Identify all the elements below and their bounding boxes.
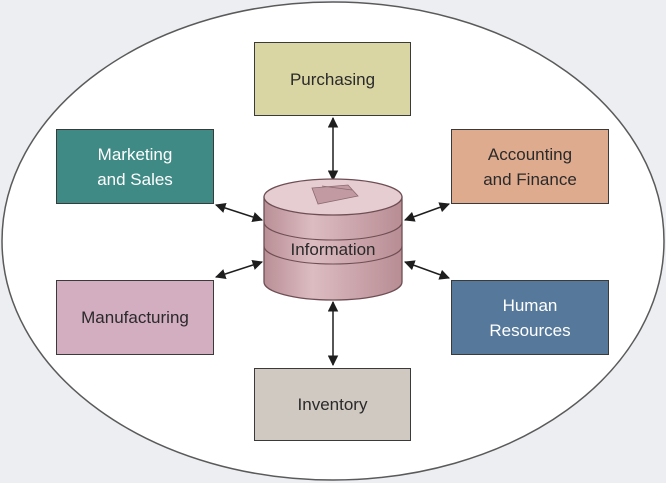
inventory-box: Inventory: [254, 368, 411, 441]
marketing-and-sales-box: Marketing and Sales: [56, 129, 214, 204]
information-label: Information: [290, 240, 376, 259]
connector-marketing: [215, 202, 263, 223]
connector-hr: [404, 260, 450, 280]
purchasing-box: Purchasing: [254, 42, 411, 116]
human-resources-box: Human Resources: [451, 280, 609, 355]
connector-manufacturing: [215, 259, 263, 280]
database-cylinder-icon: [263, 178, 403, 301]
manufacturing-box: Manufacturing: [56, 280, 214, 355]
connector-accounting: [404, 202, 450, 222]
accounting-and-finance-box: Accounting and Finance: [451, 129, 609, 204]
